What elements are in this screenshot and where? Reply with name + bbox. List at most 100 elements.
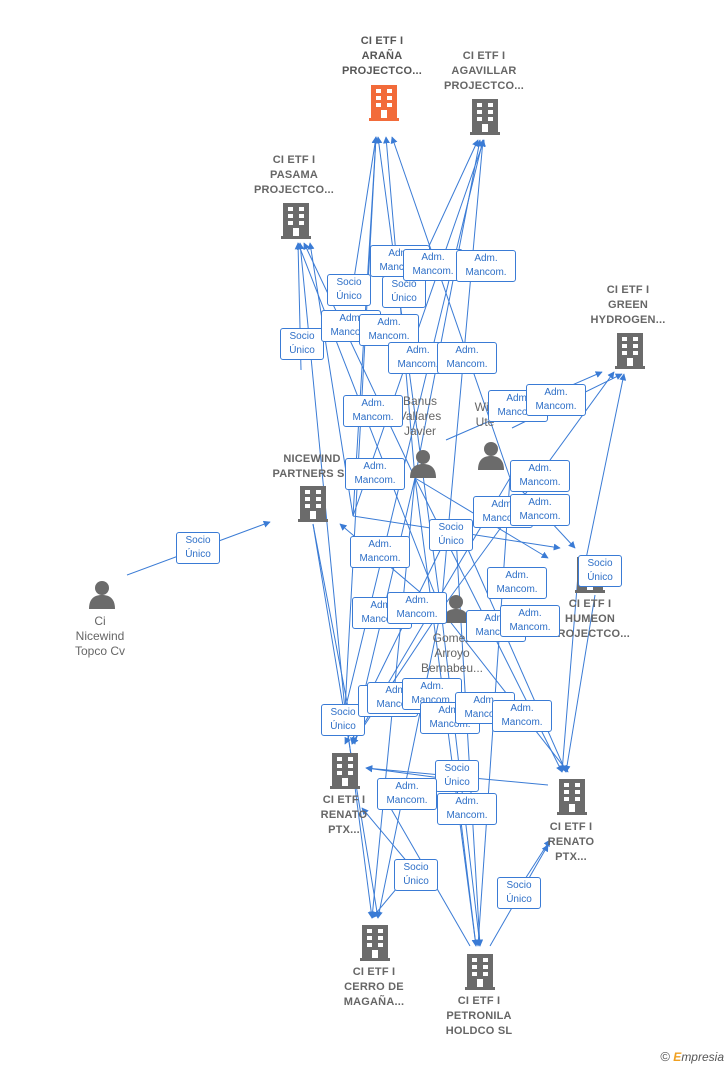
company-node-agavillar[interactable]: CI ETF I AGAVILLAR PROJECTCO... [424,49,544,94]
copyright-brand: © Empresia [660,1049,724,1064]
company-node-renato-2[interactable]: CI ETF I RENATO PTX... [511,820,631,865]
company-label: MAGAÑA... [343,996,405,1008]
person-node-gomez[interactable]: Gomez Arroyo Bernabeu... [412,631,492,676]
relation-edge [303,242,416,479]
company-label: CI ETF I [549,821,593,833]
relation-label-adm-mancom[interactable]: Adm.Mancom. [492,700,552,732]
relation-edge [559,574,579,773]
building-icon [615,333,645,369]
company-label: NICEWIND [283,453,341,465]
company-label: RENATO [547,836,595,848]
person-label: Topco Cv [74,644,126,658]
relation-edge [297,242,346,711]
relation-edge [344,709,375,919]
company-label: CI ETF I [568,598,612,610]
building-icon [360,925,390,961]
company-label: PARTNERS SL [272,468,352,480]
company-label: PROJECTCO... [253,184,335,196]
company-node-renato-1[interactable]: CI ETF I RENATO PTX... [284,793,404,838]
relation-label-adm-mancom[interactable]: Adm.Mancom. [377,778,437,810]
relation-label-adm-mancom[interactable]: Adm.Mancom. [350,536,410,568]
company-label: HYDROGEN... [590,314,666,326]
relation-edge [563,594,596,773]
building-icon [470,99,500,135]
company-label: RENATO [320,809,368,821]
company-label: CI ETF I [322,794,366,806]
company-node-cerro[interactable]: CI ETF I CERRO DE MAGAÑA... [314,965,434,1010]
person-label: Banus [402,394,438,408]
relation-label-adm-mancom[interactable]: Adm.Mancom. [345,458,405,490]
company-label: CI ETF I [352,966,396,978]
person-label: Javier [403,424,436,438]
company-node-arana[interactable]: CI ETF I ARAÑA PROJECTCO... [322,34,442,79]
brand-name: mpresia [681,1050,724,1064]
relation-label-adm-mancom[interactable]: Adm.Mancom. [403,249,463,281]
person-node-banus[interactable]: Banus Vallares Javier [380,394,460,439]
relation-label-adm-mancom[interactable]: Adm.Mancom. [387,592,447,624]
relation-label-adm-mancom[interactable]: Adm.Mancom. [420,702,480,734]
building-icon [465,954,495,990]
person-node-topco[interactable]: Ci Nicewind Topco Cv [60,614,140,659]
company-node-green[interactable]: CI ETF I GREEN HYDROGEN... [568,283,688,328]
relation-label-adm-mancom[interactable]: Adm.Mancom. [510,494,570,526]
company-label: HUMEON [564,613,616,625]
company-label: PETRONILA [446,1010,512,1022]
company-label: CI ETF I [457,995,501,1007]
relation-label-adm-mancom[interactable]: Adm.Mancom. [526,384,586,416]
building-icon [557,779,587,815]
relation-label-adm-mancom[interactable]: Adm.Mancom. [359,314,419,346]
person-icon [478,442,504,470]
relation-edge [351,609,442,745]
brand-initial: E [673,1050,682,1064]
relation-edge [375,609,442,919]
company-label: CI ETF I [360,35,404,47]
relation-edge [350,136,379,299]
person-label: Nicewind [75,629,125,643]
company-label: CERRO DE [344,981,404,993]
building-icon [330,753,360,789]
relation-edge [579,373,627,589]
company-label: CI ETF I [462,50,506,62]
person-icon [89,581,115,609]
building-icon [298,486,328,522]
person-label: Bernabeu... [420,661,484,675]
relation-label-adm-mancom[interactable]: Adm.Mancom. [437,342,497,374]
relation-label-adm-mancom[interactable]: Adm.Mancom. [343,395,403,427]
company-label: PROJECTCO... [549,628,631,640]
relation-label-adm-mancom[interactable]: Adm.Mancom. [510,460,570,492]
relation-label-adm-mancom[interactable]: Adm.Mancom. [388,342,448,374]
relation-label-adm-mancom[interactable]: Adm.Mancom. [456,250,516,282]
company-node-pasama[interactable]: CI ETF I PASAMA PROJECTCO... [234,153,354,198]
building-icon [281,203,311,239]
company-node-nicewind[interactable]: NICEWIND PARTNERS SL [252,452,372,482]
person-label: Ci [94,614,106,628]
company-node-petronila[interactable]: CI ETF I PETRONILA HOLDCO SL [419,994,539,1039]
relation-label-adm-mancom[interactable]: Adm.Mancom. [500,605,560,637]
company-label: PTX... [555,851,587,863]
company-label: PROJECTCO... [341,65,423,77]
company-label: AGAVILLAR [451,65,517,77]
person-label: Vallares [398,409,442,423]
company-label: GREEN [607,299,649,311]
person-label: Arroyo [434,646,470,660]
company-label: CI ETF I [606,284,650,296]
relation-label-adm-mancom[interactable]: Adm.Mancom. [437,793,497,825]
company-label: CI ETF I [272,154,316,166]
company-label: HOLDCO SL [445,1025,513,1037]
copyright-symbol: © [660,1049,670,1064]
company-label: PASAMA [269,169,319,181]
person-label: Gomez [432,631,472,645]
relation-label-adm-mancom[interactable]: Adm.Mancom. [487,567,547,599]
company-node-humeon[interactable]: CI ETF I HUMEON PROJECTCO... [530,597,650,642]
